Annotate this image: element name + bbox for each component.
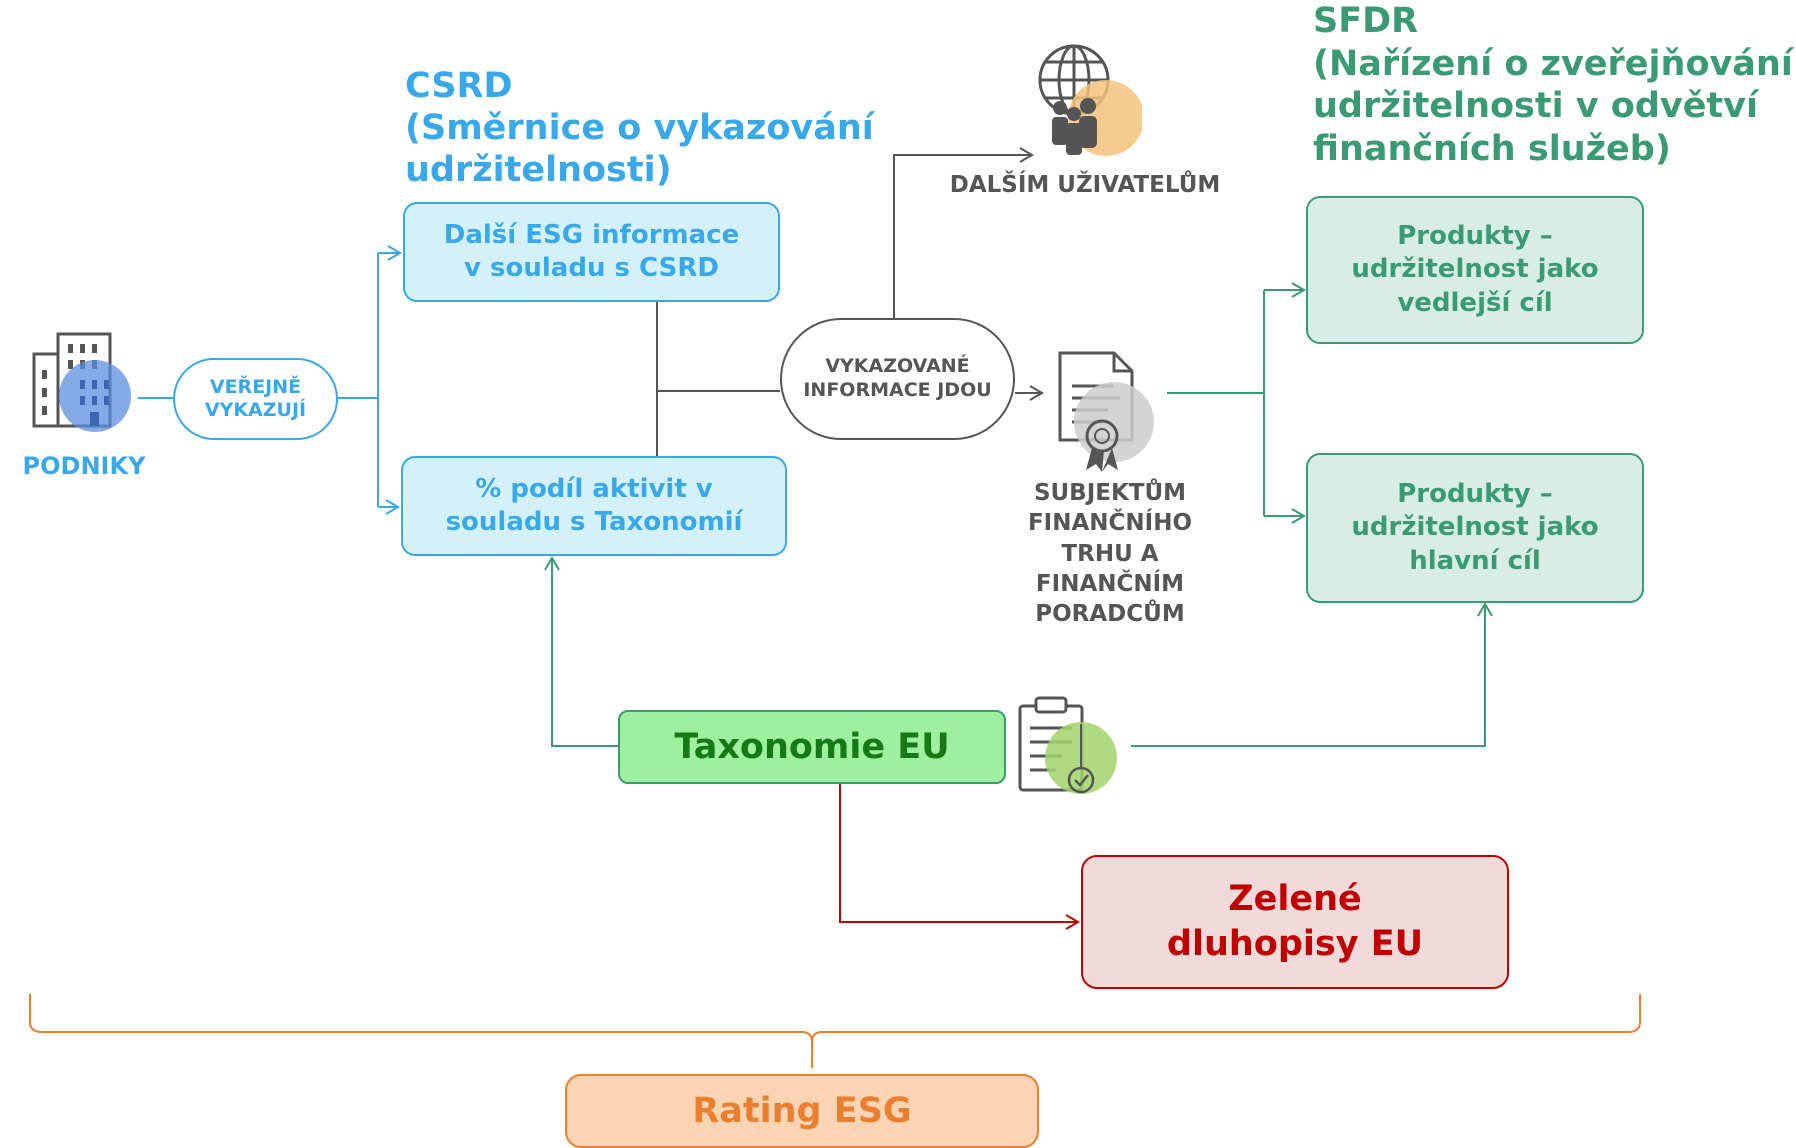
sfdr-box2-line3: hlavní cíl xyxy=(1409,545,1541,576)
arrow-to-other-users xyxy=(893,147,1034,318)
companies-label: PODNIKY xyxy=(22,452,146,480)
financial-line5: PORADCŮM xyxy=(1035,601,1185,628)
financial-line4: FINANČNÍM xyxy=(1035,571,1185,598)
green-bonds-line1: Zelené xyxy=(1228,878,1362,919)
financial-line3: TRHU A xyxy=(1061,540,1159,567)
financial-participants-label: SUBJEKTŮM FINANČNÍHO TRHU A FINANČNÍM PO… xyxy=(1010,478,1210,630)
public-reporting-line1: VEŘEJNĚ xyxy=(209,376,302,399)
sfdr-title-line1: SFDR xyxy=(1313,1,1419,41)
sfdr-title: SFDR (Nařízení o zveřejňování udržitelno… xyxy=(1313,0,1793,171)
sfdr-box1-line3: vedlejší cíl xyxy=(1397,287,1553,318)
building-icon xyxy=(30,328,135,440)
sfdr-title-line3: udržitelnosti v odvětví xyxy=(1313,86,1758,127)
sfdr-box1-line1: Produkty – xyxy=(1397,221,1553,252)
csrd-box1-line1: Další ESG informace xyxy=(443,219,740,250)
rating-brace xyxy=(29,994,1641,1068)
sfdr-box2-line1: Produkty – xyxy=(1397,479,1553,510)
csrd-box1-line2: v souladu s CSRD xyxy=(464,253,719,283)
csrd-title-line1: CSRD xyxy=(405,66,513,106)
csrd-title-line3: udržitelnosti) xyxy=(405,150,672,190)
reported-info-line2: INFORMACE JDOU xyxy=(803,379,992,401)
csrd-box2-line2: souladu s Taxonomií xyxy=(445,507,743,537)
globe-people-icon xyxy=(1030,40,1144,158)
taxonomy-box: Taxonomie EU xyxy=(618,710,1006,784)
rating-box: Rating ESG xyxy=(565,1074,1039,1148)
arrow-taxonomy-to-sfdr xyxy=(1131,602,1493,747)
arrow-taxonomy-to-csrd xyxy=(544,556,618,747)
financial-line2: FINANČNÍHO xyxy=(1027,510,1193,537)
public-reporting-line2: VYKAZUJÍ xyxy=(204,399,307,421)
sfdr-title-line2: (Nařízení o zveřejňování xyxy=(1313,43,1793,84)
csrd-box2-line1: % podíl aktivit v xyxy=(475,473,713,504)
certificate-icon xyxy=(1052,350,1164,474)
green-bonds-box: Zelené dluhopisy EU xyxy=(1081,855,1509,989)
sfdr-box-main-goal: Produkty – udržitelnost jako hlavní cíl xyxy=(1306,453,1644,603)
financial-line1: SUBJEKTŮM xyxy=(1033,480,1187,506)
csrd-box-taxonomy-share: % podíl aktivit v souladu s Taxonomií xyxy=(401,456,787,556)
reported-info-pill: VYKAZOVANÉ INFORMACE JDOU xyxy=(780,318,1015,440)
green-bonds-line2: dluhopisy EU xyxy=(1166,924,1424,964)
arrow-taxonomy-to-bonds xyxy=(839,784,1080,930)
clipboard-check-icon xyxy=(1016,694,1131,798)
sfdr-box1-line2: udržitelnost jako xyxy=(1351,254,1599,285)
public-reporting-pill: VEŘEJNĚ VYKAZUJÍ xyxy=(173,358,338,440)
sfdr-box2-line2: udržitelnost jako xyxy=(1351,512,1599,543)
csrd-title-line2: (Směrnice o vykazování xyxy=(405,108,874,148)
reported-info-line1: VYKAZOVANÉ xyxy=(825,355,970,378)
sfdr-box-secondary-goal: Produkty – udržitelnost jako vedlejší cí… xyxy=(1306,196,1644,344)
other-users-label: DALŠÍM UŽIVATELŮM xyxy=(949,172,1221,198)
csrd-title: CSRD (Směrnice o vykazování udržitelnost… xyxy=(405,65,874,191)
csrd-box-esg-info: Další ESG informace v souladu s CSRD xyxy=(403,202,780,302)
sfdr-title-line4: finančních služeb) xyxy=(1313,129,1671,170)
